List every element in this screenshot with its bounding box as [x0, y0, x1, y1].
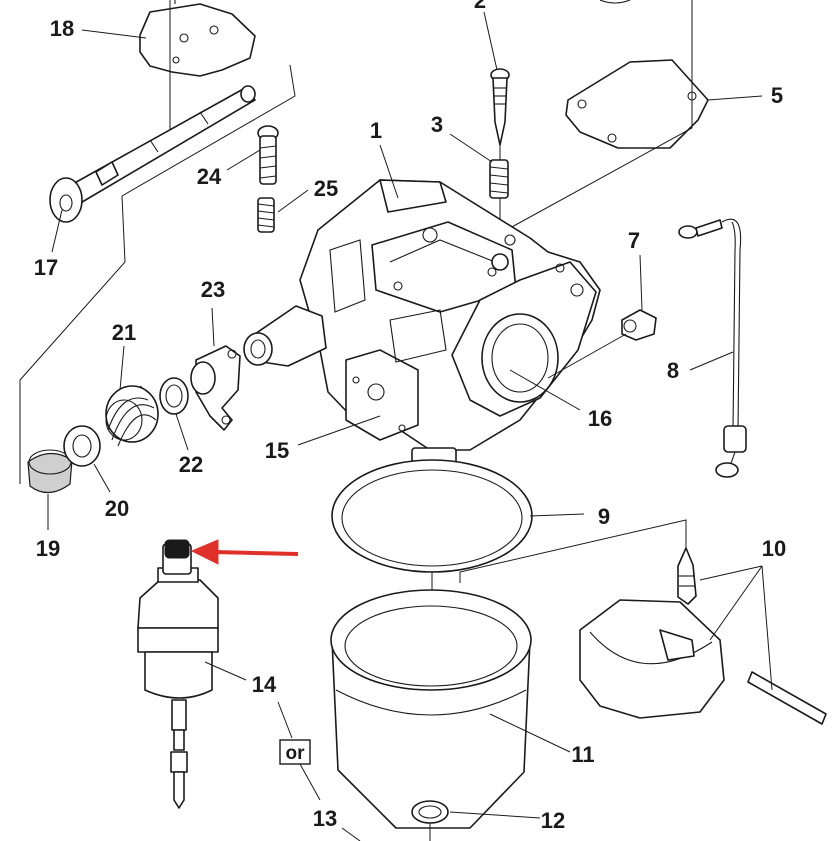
part-24-screw	[257, 125, 279, 185]
part-19-cap	[27, 449, 73, 494]
callout-18: 18	[50, 16, 74, 41]
part-17-shaft	[49, 85, 256, 223]
callout-8: 8	[667, 358, 679, 383]
callout-11: 11	[571, 742, 594, 767]
part-1-carburetor-body	[243, 179, 601, 481]
part-5-cover-plate	[509, 0, 709, 229]
callout-15: 15	[265, 438, 289, 463]
part-23-lever	[190, 345, 241, 431]
part-8-wire	[678, 218, 747, 478]
callout-20: 20	[105, 496, 129, 521]
red-arrow-indicator	[190, 539, 299, 565]
guide-lines-left	[19, 0, 296, 484]
part-12-ring	[411, 800, 449, 841]
callout-10: 10	[762, 536, 786, 561]
part-21-spring	[105, 385, 159, 447]
callout-22: 22	[179, 452, 203, 477]
part-14-solenoid	[137, 539, 219, 809]
callout-19: 19	[36, 536, 60, 561]
callout-3: 3	[431, 112, 443, 137]
callout-5: 5	[771, 83, 783, 108]
part-7-fitting	[547, 309, 657, 379]
callout-24: 24	[197, 164, 222, 189]
callout-16: 16	[588, 406, 612, 431]
part-22-ring	[159, 377, 189, 415]
callout-2: 2	[474, 0, 486, 13]
callout-7: 7	[628, 228, 640, 253]
callout-17: 17	[34, 255, 58, 280]
part-25-spring	[257, 197, 275, 233]
part-10-float	[459, 519, 827, 725]
callout-13: 13	[313, 806, 337, 831]
leader-lines	[47, 11, 773, 841]
or-label: or	[286, 743, 306, 764]
callout-21: 21	[112, 320, 136, 345]
callout-25: 25	[314, 176, 338, 201]
callout-14: 14	[252, 672, 277, 697]
callout-9: 9	[598, 504, 610, 529]
part-11-float-bowl	[330, 589, 532, 829]
callout-1: 1	[370, 118, 382, 143]
callout-23: 23	[201, 277, 225, 302]
part-20-washer	[63, 425, 101, 467]
part-3-spring	[489, 159, 509, 199]
callout-labels: 1 2 3 5 7 8 9 10 11 12 13 14 15 16 17 18…	[34, 0, 786, 833]
part-9-o-ring	[331, 459, 533, 573]
callout-12: 12	[541, 808, 565, 833]
or-box: or	[279, 739, 311, 765]
part-18-plate	[139, 0, 256, 77]
